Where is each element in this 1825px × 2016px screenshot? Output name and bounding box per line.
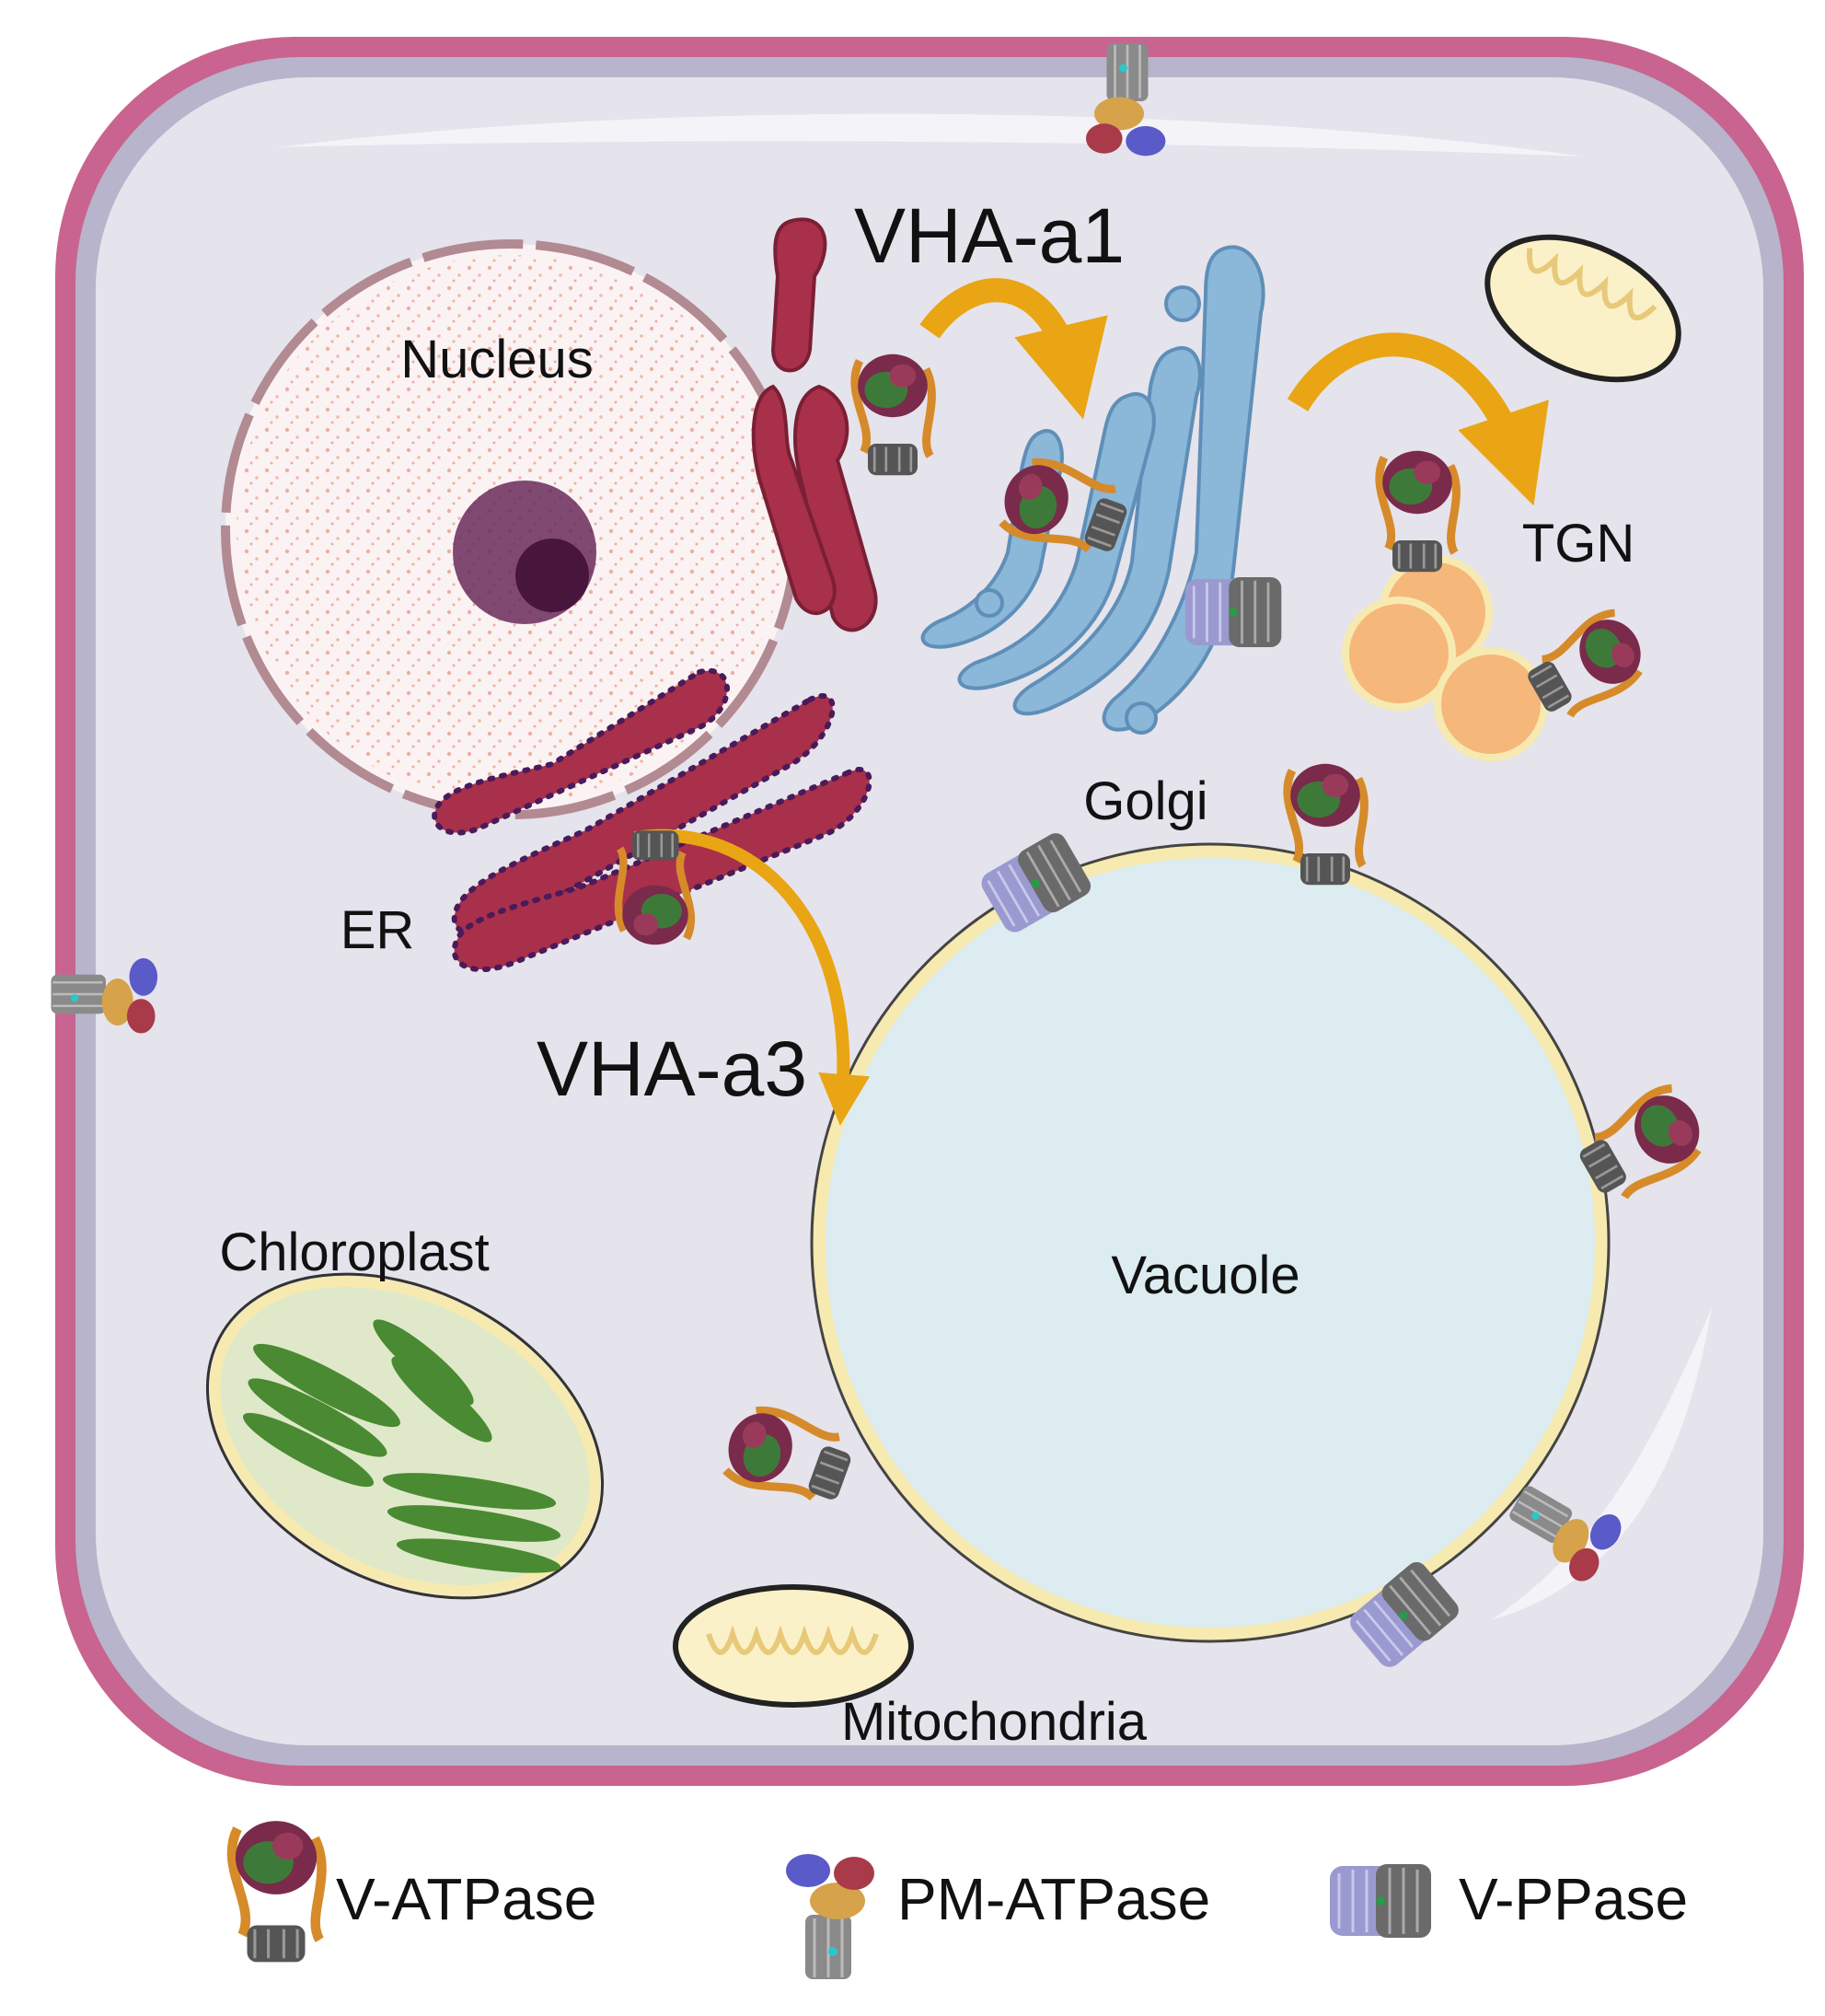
tgn-label: TGN xyxy=(1522,514,1634,574)
arrow-golgi-to-tgn xyxy=(1287,332,1549,506)
legend: V-ATPase PM-ATPase V-PPase xyxy=(232,1821,1688,1981)
legend-v-atpase-icon xyxy=(232,1821,322,1962)
vacuole-label: Vacuole xyxy=(1111,1246,1299,1305)
er-label: ER xyxy=(341,900,415,960)
cytoplasm-highlight xyxy=(276,113,1583,156)
er xyxy=(432,667,872,972)
legend-pm-atpase-icon xyxy=(784,1852,876,1981)
legend-v-ppase-icon xyxy=(1328,1862,1433,1940)
vacuole-outline xyxy=(810,842,1611,1643)
mitochondrion-lower xyxy=(673,1584,914,1708)
nucleus-label: Nucleus xyxy=(400,330,594,389)
chloroplast xyxy=(205,1272,605,1600)
mitochondria-label: Mitochondria xyxy=(841,1692,1148,1752)
vha-a3-label: VHA-a3 xyxy=(537,1025,807,1112)
nucleus xyxy=(221,239,801,819)
arrow-er-to-golgi xyxy=(919,278,1108,420)
golgi-label: Golgi xyxy=(1083,771,1207,831)
mitochondrion-upper xyxy=(1484,234,1681,383)
legend-pm-atpase-label: PM-ATPase xyxy=(897,1866,1210,1932)
er-stack-upper xyxy=(751,217,878,632)
tgn xyxy=(1342,555,1548,761)
legend-v-ppase-label: V-PPase xyxy=(1459,1866,1688,1932)
arrow-er-to-vacuole xyxy=(633,828,871,1126)
legend-v-atpase-label: V-ATPase xyxy=(336,1866,596,1932)
v-ppase-golgi xyxy=(1184,575,1283,649)
vacuole xyxy=(813,845,1608,1640)
chloroplast-label: Chloroplast xyxy=(219,1222,489,1282)
vha-a1-label: VHA-a1 xyxy=(854,192,1125,279)
